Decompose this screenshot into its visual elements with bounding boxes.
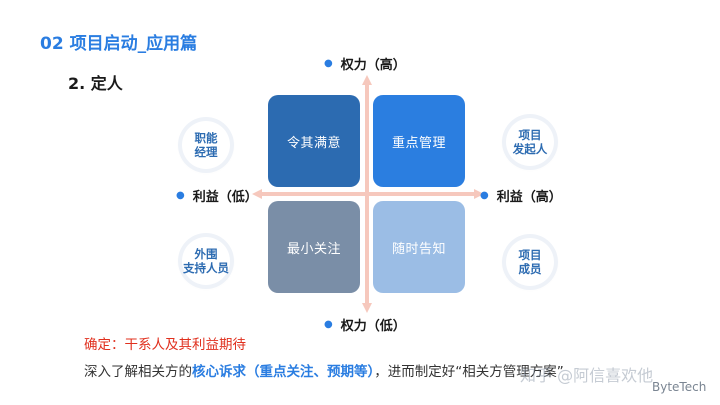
quadrant-keep-informed: 随时告知 — [373, 201, 465, 293]
description: 深入了解相关方的核心诉求（重点关注、预期等），进而制定好“相关方管理方案” — [84, 364, 564, 380]
bullet-icon: ● — [324, 319, 333, 330]
confirm-statement: 确定：干系人及其利益期待 — [84, 337, 246, 353]
interest-axis — [252, 189, 484, 199]
bullet-icon: ● — [480, 190, 489, 201]
axis-label-interest-high: ● 利益（高） — [480, 190, 562, 205]
watermark: 知乎 @阿信喜欢他 — [520, 366, 654, 385]
axis-label-interest-low: ● 利益（低） — [176, 190, 258, 205]
brand-logo: ByteTech — [652, 380, 707, 394]
quadrant-monitor: 最小关注 — [268, 201, 360, 293]
sub-title: 2. 定人 — [68, 74, 123, 93]
stakeholder-project-sponsor: 项目 发起人 — [506, 118, 554, 166]
stakeholder-peripheral-support: 外围 支持人员 — [182, 237, 230, 285]
stakeholder-project-members: 项目 成员 — [506, 238, 554, 286]
quadrant-label: 重点管理 — [391, 135, 446, 151]
quadrant-manage-closely: 重点管理 — [373, 95, 465, 187]
axis-label-power-high: ● 权力（高） — [324, 58, 406, 73]
stakeholder-functional-manager: 职能 经理 — [182, 121, 230, 169]
quadrant-label: 最小关注 — [286, 241, 341, 257]
quadrant-label: 令其满意 — [286, 135, 341, 151]
bullet-icon: ● — [324, 58, 333, 69]
axis-label-power-low: ● 权力（低） — [324, 319, 406, 334]
quadrant-label: 随时告知 — [391, 241, 446, 257]
section-title: 02 项目启动_应用篇 — [40, 34, 198, 54]
quadrant-keep-satisfied: 令其满意 — [268, 95, 360, 187]
bullet-icon: ● — [176, 190, 185, 201]
